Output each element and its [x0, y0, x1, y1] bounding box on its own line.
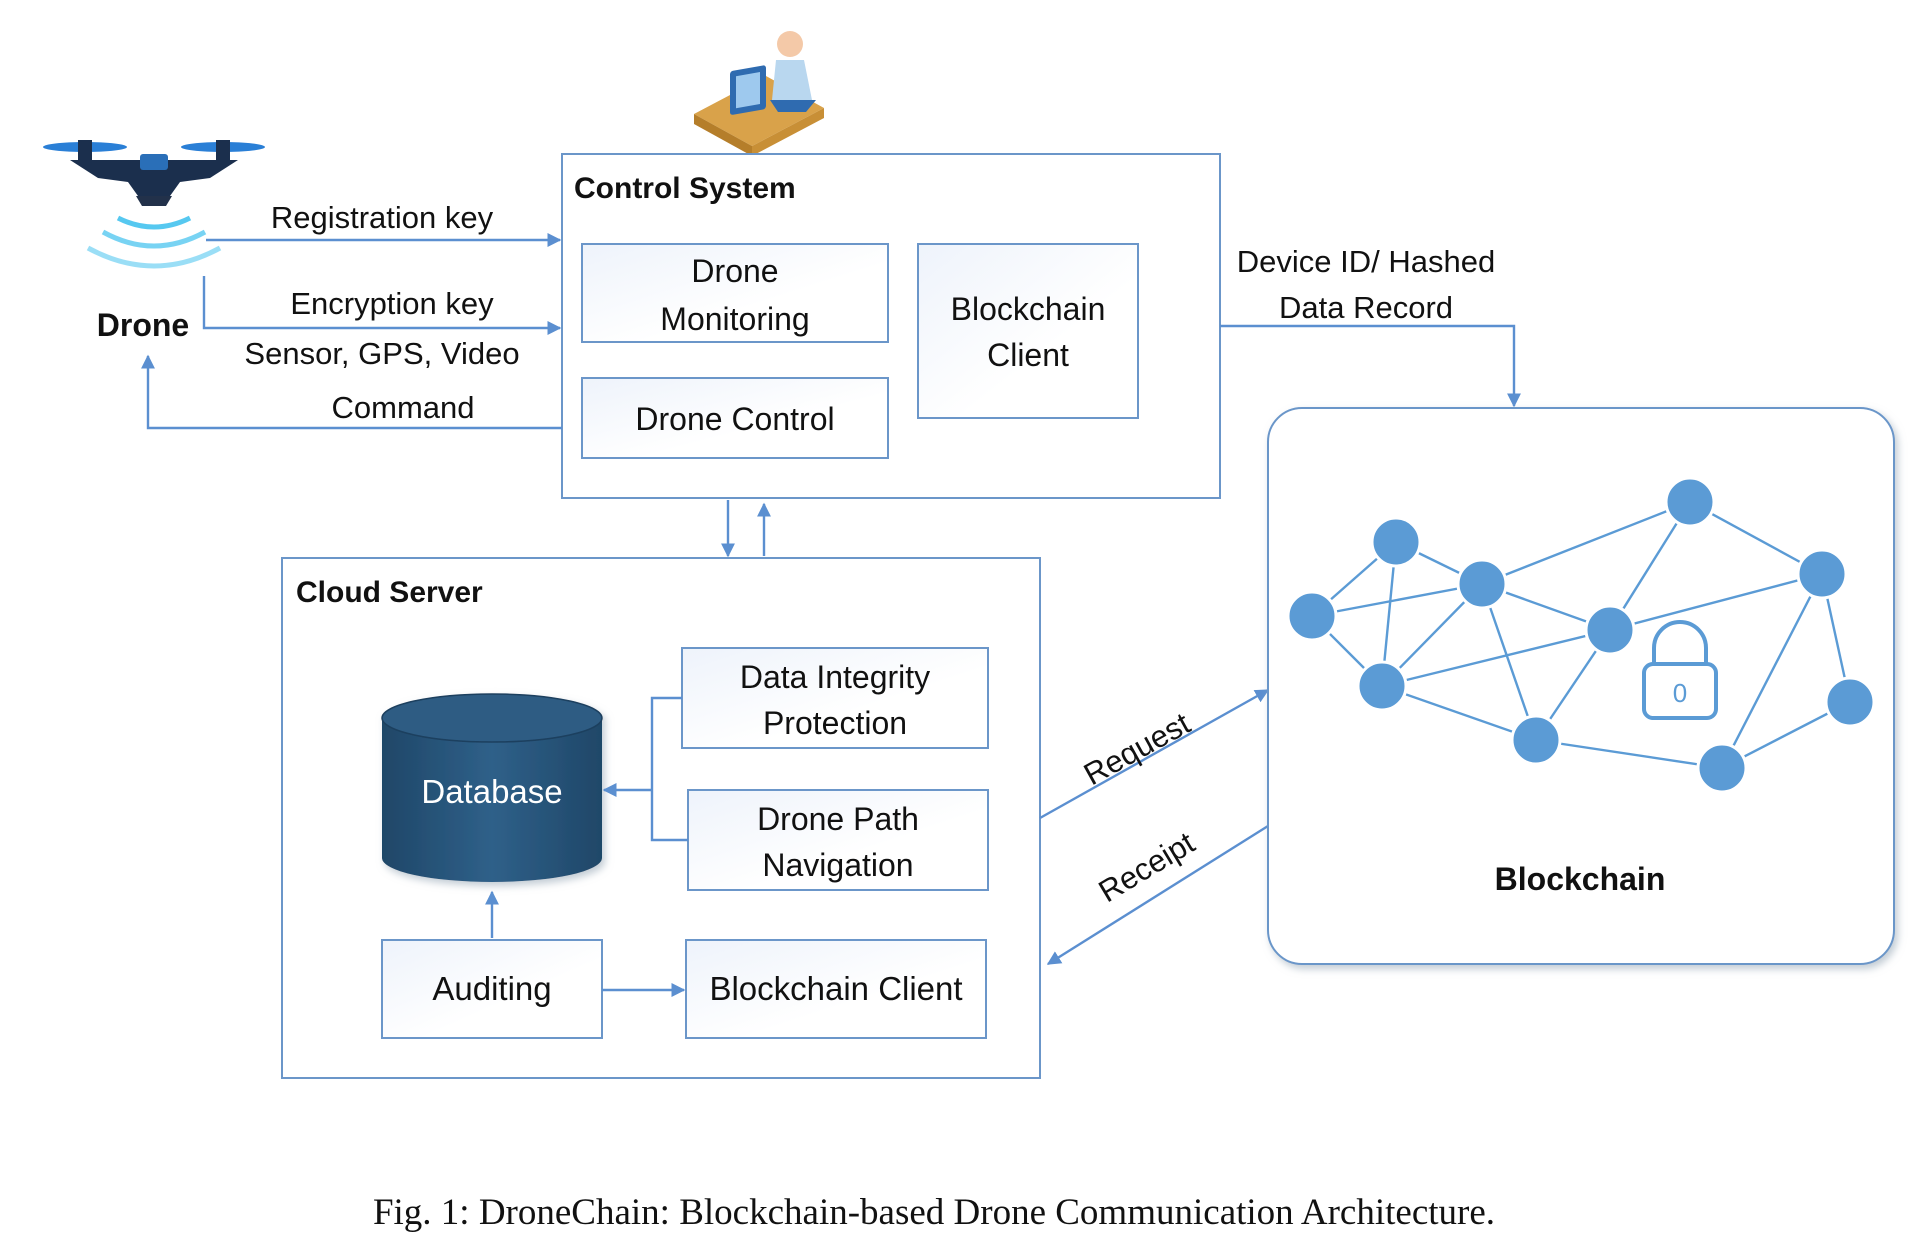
blockchain-nodes [1286, 476, 1876, 794]
receipt-label: Receipt [1093, 825, 1201, 909]
blockchain-container [1267, 407, 1895, 965]
data-integrity-line-2: Protection [763, 705, 907, 741]
blockchain-node [1510, 714, 1562, 766]
auditing-box: Auditing [381, 939, 603, 1039]
encryption-sensor-arrow [202, 276, 562, 335]
blockchain-node [1356, 660, 1408, 712]
command-arrow [141, 354, 562, 430]
data-integrity-box: Data Integrity Protection [681, 647, 989, 749]
database-label: Database [421, 773, 562, 810]
device-id-label-line-2: Data Record [1279, 290, 1453, 325]
command-label: Command [332, 390, 475, 425]
database-cylinder-icon [381, 693, 603, 882]
cloud-blockchain-client-box: Blockchain Client [685, 939, 987, 1039]
operator-workstation-icon [694, 31, 824, 156]
lock-icon: 0 [1642, 620, 1718, 720]
bracket-connector [650, 696, 688, 842]
drone-icon [43, 140, 265, 269]
drone-path-box: Drone Path Navigation [687, 789, 989, 891]
device-id-label-line-1: Device ID/ Hashed [1237, 244, 1495, 279]
drone-path-line-1: Drone Path [757, 801, 919, 837]
figure-caption: Fig. 1: DroneChain: Blockchain-based Dro… [373, 1192, 1495, 1233]
control-system-title: Control System [574, 172, 796, 205]
blockchain-node [1696, 742, 1748, 794]
blockchain-node [1286, 590, 1338, 642]
drone-control-label: Drone Control [635, 401, 834, 437]
blockchain-node [1796, 548, 1848, 600]
drone-monitoring-line-1: Drone [691, 253, 778, 289]
registration-key-label: Registration key [271, 200, 494, 235]
blockchain-label: Blockchain [1495, 861, 1666, 897]
data-integrity-line-1: Data Integrity [740, 659, 930, 695]
blockchain-node [1370, 516, 1422, 568]
control-blockchain-client-line-2: Client [987, 337, 1069, 373]
cloud-server-title: Cloud Server [296, 576, 483, 609]
drone-label: Drone [97, 307, 189, 343]
cloud-blockchain-client-label: Blockchain Client [709, 970, 962, 1007]
blockchain-node [1664, 476, 1716, 528]
drone-monitoring-box: Drone Monitoring [581, 243, 889, 343]
device-id-arrow [1220, 324, 1521, 408]
auditing-label: Auditing [432, 970, 551, 1007]
control-blockchain-client-box: Blockchain Client [917, 243, 1139, 419]
request-label: Request [1078, 705, 1196, 792]
blockchain-node [1824, 676, 1876, 728]
drone-path-line-2: Navigation [762, 847, 913, 883]
receipt-arrow [1046, 824, 1269, 966]
encryption-key-label: Encryption key [290, 286, 494, 321]
sensor-gps-video-label: Sensor, GPS, Video [244, 336, 519, 371]
blockchain-node [1584, 604, 1636, 656]
lock-glyph: 0 [1673, 678, 1687, 708]
blockchain-node [1456, 558, 1508, 610]
drone-monitoring-line-2: Monitoring [660, 301, 809, 337]
request-arrow [1039, 688, 1270, 820]
drone-control-box: Drone Control [581, 377, 889, 459]
control-blockchain-client-line-1: Blockchain [951, 291, 1106, 327]
